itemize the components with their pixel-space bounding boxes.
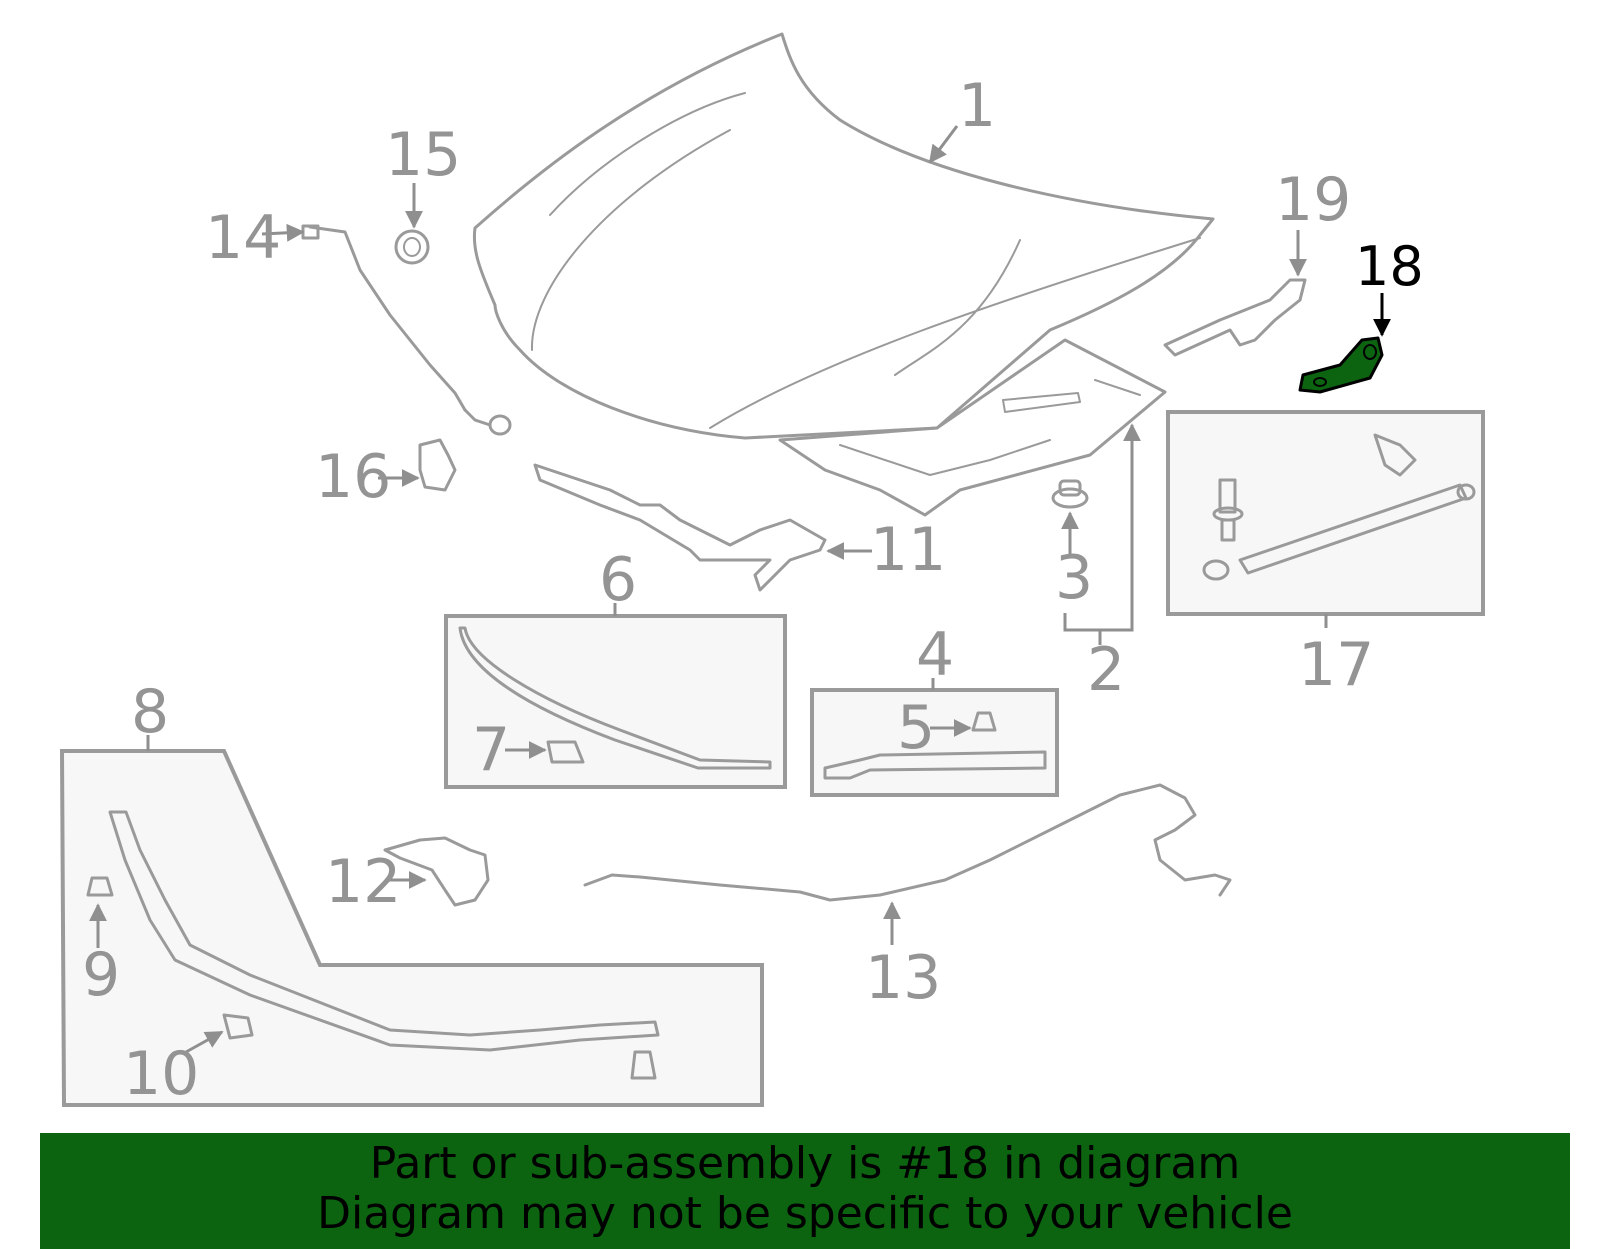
- group-box-6: [444, 614, 787, 789]
- callout-6: 6: [599, 545, 637, 615]
- callout-10: 10: [123, 1039, 199, 1109]
- callout-5: 5: [897, 693, 935, 763]
- callout-11: 11: [870, 515, 946, 585]
- callout-17: 17: [1298, 630, 1374, 700]
- seal-part-4: [823, 711, 1047, 780]
- support-strut-part-17: [1202, 433, 1476, 581]
- cable-part-13: [583, 783, 1232, 902]
- callout-9: 9: [82, 940, 120, 1010]
- callout-3: 3: [1055, 543, 1093, 613]
- hinge-bracket-part-18: [1298, 336, 1384, 394]
- hood-part: [472, 32, 1215, 440]
- clip-part-16: [418, 438, 457, 492]
- hinge-part-19: [1163, 278, 1307, 357]
- bumper-part-15: [394, 229, 430, 265]
- bracket-part-11: [533, 463, 827, 592]
- grommet-part-3: [1051, 479, 1089, 509]
- callout-4: 4: [916, 620, 954, 690]
- callout-19: 19: [1275, 165, 1351, 235]
- callout-18: 18: [1355, 235, 1424, 298]
- callout-13: 13: [865, 943, 941, 1013]
- leader-10: [185, 1030, 224, 1054]
- seal-part-6: [458, 626, 772, 770]
- insulator-part: [778, 338, 1167, 517]
- callout-7: 7: [472, 715, 510, 785]
- seal-part-8: [86, 810, 660, 1080]
- banner-line-2: Diagram may not be specific to your vehi…: [317, 1188, 1293, 1239]
- banner-line-1: Part or sub-assembly is #18 in diagram: [369, 1138, 1241, 1189]
- callout-2: 2: [1087, 635, 1125, 705]
- release-cable-part-14: [301, 224, 512, 436]
- leader-14: [261, 223, 305, 242]
- callout-14: 14: [205, 203, 281, 273]
- callout-1: 1: [958, 71, 996, 141]
- callout-16: 16: [315, 442, 391, 512]
- callout-15: 15: [385, 120, 461, 190]
- callout-12: 12: [325, 847, 401, 917]
- callout-8: 8: [131, 677, 169, 747]
- leader-1: [928, 125, 959, 164]
- info-banner: Part or sub-assembly is #18 in diagram D…: [40, 1133, 1570, 1249]
- latch-part-12: [383, 836, 490, 907]
